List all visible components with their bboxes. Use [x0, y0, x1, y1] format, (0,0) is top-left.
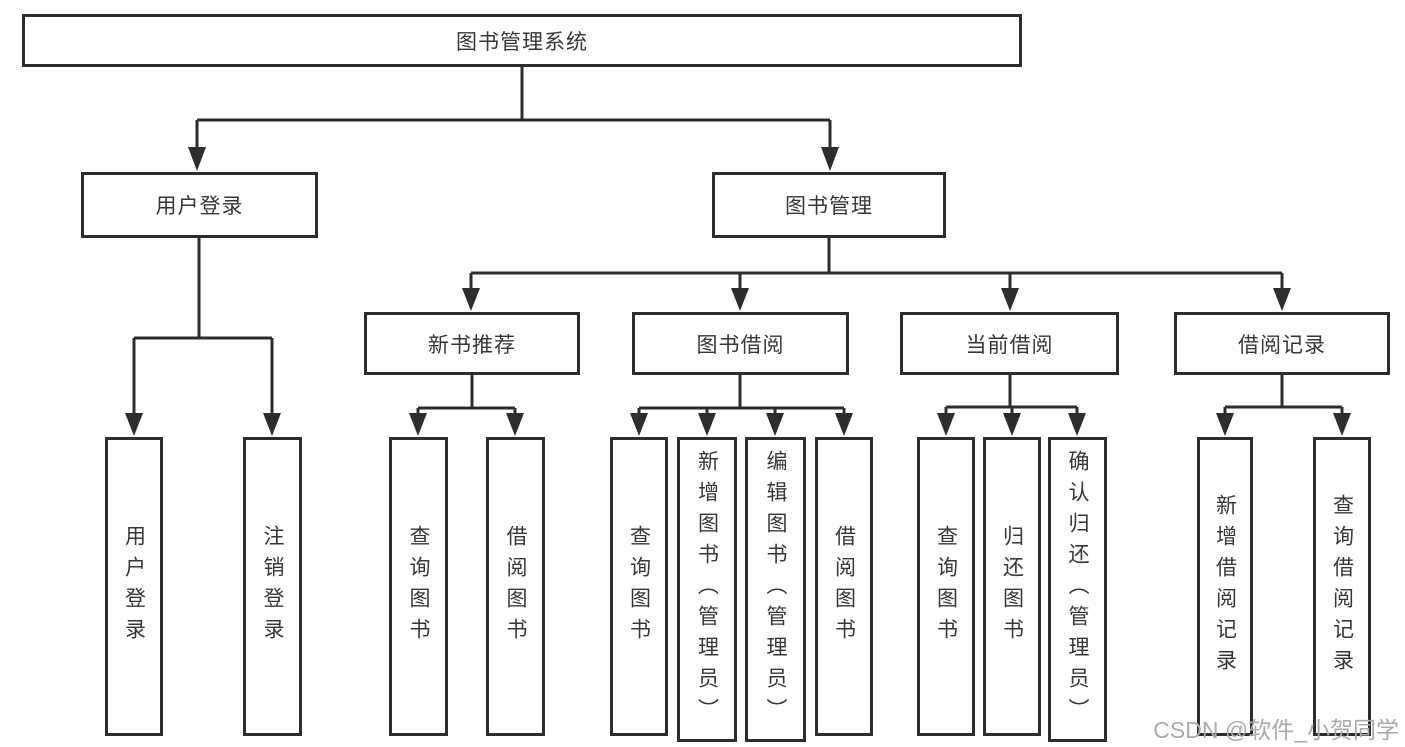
- csdn-watermark: CSDN @软件_小贺同学: [1153, 717, 1399, 743]
- leaf-return-books: 归还图书: [983, 437, 1041, 736]
- node-current-borrow-label: 当前借阅: [965, 333, 1054, 357]
- leaf-logout-label: 注销登录: [261, 524, 284, 649]
- leaf-confirm-return-admin-label: 确认归还（管理员）: [1066, 450, 1089, 729]
- leaf-edit-books-admin: 编辑图书（管理员）: [745, 437, 806, 742]
- leaf-user-login: 用户登录: [105, 437, 163, 736]
- leaf-borrow-books-2-label: 借阅图书: [832, 524, 856, 649]
- leaf-logout: 注销登录: [243, 437, 302, 736]
- leaf-query-books-1: 查询图书: [389, 437, 448, 736]
- leaf-query-books-3: 查询图书: [917, 437, 975, 736]
- leaf-query-books-2: 查询图书: [610, 437, 668, 736]
- leaf-query-books-1-label: 查询图书: [407, 524, 430, 649]
- leaf-borrow-books-2: 借阅图书: [815, 437, 873, 736]
- node-current-borrow: 当前借阅: [900, 312, 1119, 375]
- leaf-query-books-3-label: 查询图书: [934, 524, 958, 649]
- leaf-query-books-2-label: 查询图书: [627, 524, 651, 649]
- node-borrow-records: 借阅记录: [1174, 312, 1390, 375]
- node-book-borrow-label: 图书借阅: [696, 333, 785, 357]
- leaf-edit-books-admin-label: 编辑图书（管理员）: [764, 450, 787, 729]
- leaf-add-books-admin: 新增图书（管理员）: [677, 437, 737, 742]
- node-book-management-label: 图书管理: [785, 195, 873, 218]
- leaf-query-borrow-record-label: 查询借阅记录: [1330, 493, 1354, 680]
- node-borrow-records-label: 借阅记录: [1238, 333, 1326, 357]
- node-book-borrow: 图书借阅: [632, 312, 849, 375]
- node-new-book-recommend: 新书推荐: [364, 312, 580, 375]
- leaf-add-borrow-record-label: 新增借阅记录: [1213, 493, 1237, 680]
- leaf-return-books-label: 归还图书: [1000, 524, 1024, 649]
- leaf-add-borrow-record: 新增借阅记录: [1197, 437, 1253, 736]
- node-root-label: 图书管理系统: [456, 30, 588, 54]
- leaf-query-borrow-record: 查询借阅记录: [1313, 437, 1371, 736]
- node-new-book-recommend-label: 新书推荐: [428, 333, 516, 357]
- leaf-confirm-return-admin: 确认归还（管理员）: [1048, 437, 1107, 742]
- node-user-login: 用户登录: [81, 172, 318, 238]
- leaf-add-books-admin-label: 新增图书（管理员）: [695, 450, 719, 729]
- node-book-management: 图书管理: [712, 172, 946, 238]
- node-root: 图书管理系统: [22, 14, 1022, 67]
- leaf-borrow-books-1-label: 借阅图书: [504, 524, 527, 649]
- node-user-login-label: 用户登录: [155, 195, 244, 218]
- leaf-borrow-books-1: 借阅图书: [486, 437, 545, 736]
- leaf-user-login-label: 用户登录: [122, 524, 146, 649]
